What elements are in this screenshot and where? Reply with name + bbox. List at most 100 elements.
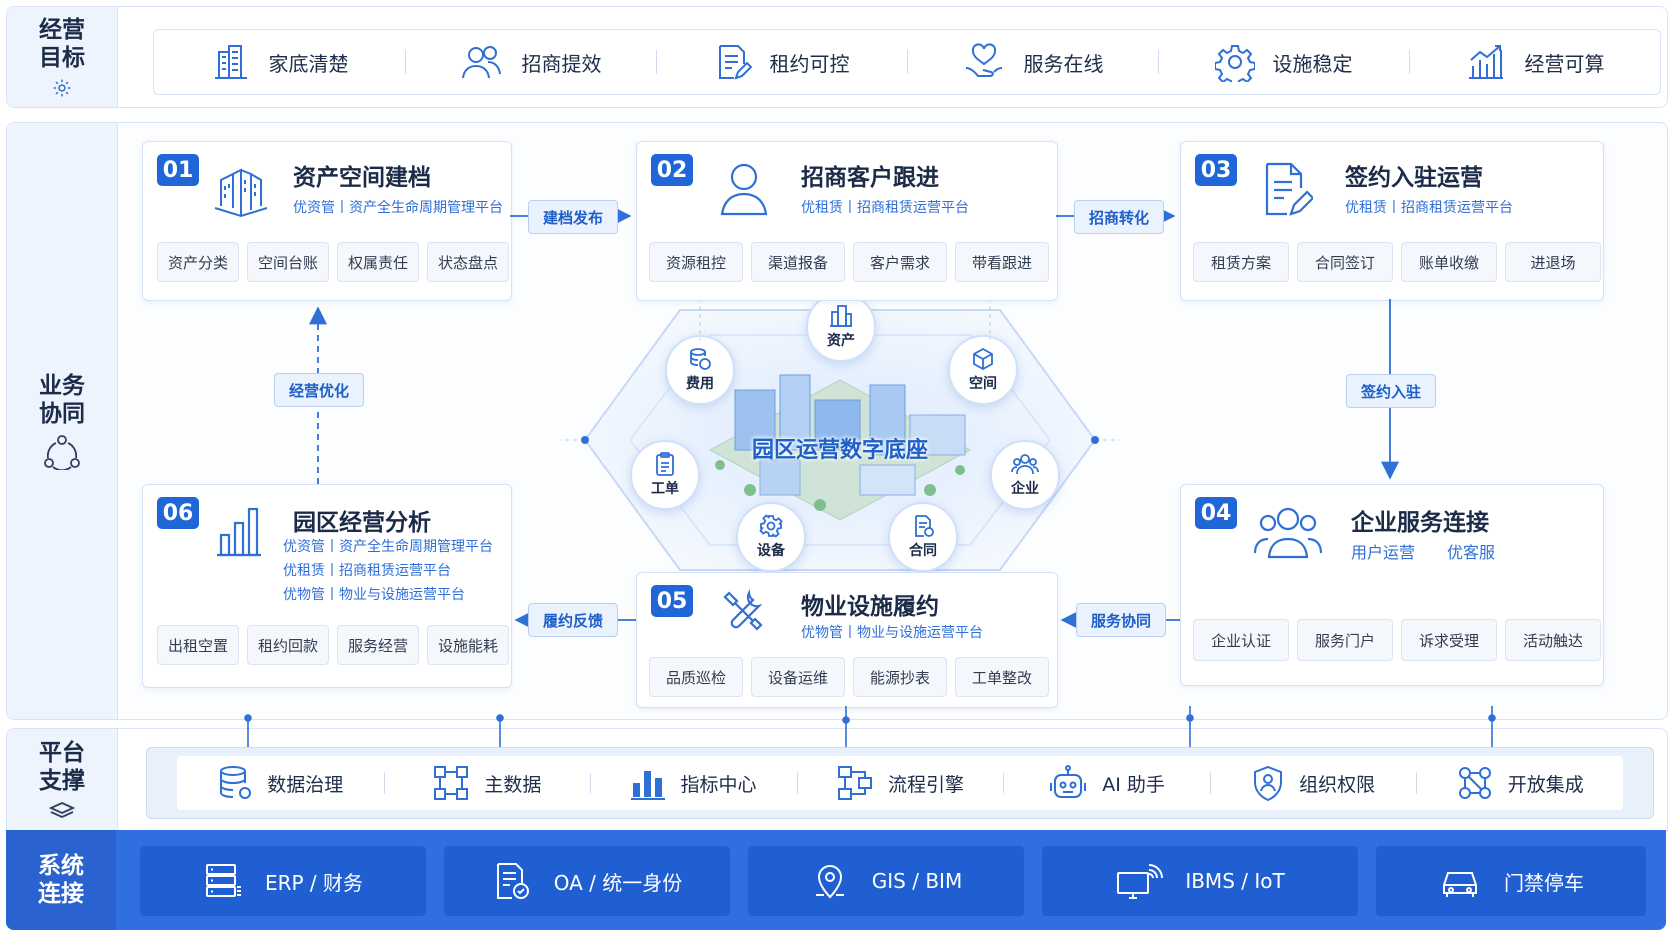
shield-user-icon xyxy=(1254,765,1283,802)
system-item-access-parking[interactable]: 门禁停车 xyxy=(1376,846,1646,916)
robot-icon xyxy=(1050,765,1087,798)
bar-chart-icon xyxy=(1468,45,1503,79)
chip[interactable]: 带看跟进 xyxy=(955,242,1049,282)
hub-node-equipment[interactable]: 设备 xyxy=(736,502,806,572)
goal-label: 租约可控 xyxy=(769,51,850,76)
chip[interactable]: 设施能耗 xyxy=(427,625,509,665)
goal-item: 服务在线 xyxy=(907,42,1158,82)
card-03[interactable]: 03 签约入驻运营 优租赁丨招商租赁运营平台 租赁方案 合同签订 账单收缴 进退… xyxy=(1180,141,1604,301)
tools-icon xyxy=(723,589,763,631)
platform-item[interactable]: 指标中心 xyxy=(590,765,797,801)
card-subtitle: 优物管丨物业与设施运营平台 xyxy=(801,625,983,641)
chip[interactable]: 渠道报备 xyxy=(751,242,845,282)
hub-title: 园区运营数字底座 xyxy=(751,438,928,463)
goal-label: 设施稳定 xyxy=(1272,51,1353,76)
gear-icon xyxy=(759,514,783,538)
chip[interactable]: 出租空置 xyxy=(157,625,239,665)
card-title: 签约入驻运营 xyxy=(1345,165,1483,191)
goal-item: 设施稳定 xyxy=(1158,42,1409,82)
system-item-gis[interactable]: GIS / BIM xyxy=(748,846,1024,916)
chip[interactable]: 空间台账 xyxy=(247,242,329,282)
map-pin-icon xyxy=(815,865,844,899)
coins-icon xyxy=(690,348,711,370)
card-chips: 出租空置 租约回款 服务经营 设施能耗 xyxy=(157,625,509,665)
card-title: 资产空间建档 xyxy=(293,165,431,191)
chip[interactable]: 资源租控 xyxy=(649,242,743,282)
platform-item[interactable]: 数据治理 xyxy=(177,764,384,802)
users-icon xyxy=(1011,454,1039,475)
chip[interactable]: 客户需求 xyxy=(853,242,947,282)
platform-row-label: 平台支撑 xyxy=(7,729,118,831)
flow-tag-operation-optimize: 经营优化 xyxy=(274,373,364,407)
hub-node-workorder[interactable]: 工单 xyxy=(630,440,700,510)
system-label: OA / 统一身份 xyxy=(553,870,683,895)
layers-icon xyxy=(49,802,75,818)
buildings-icon xyxy=(214,168,268,218)
goal-label: 服务在线 xyxy=(1023,51,1104,76)
hub-node-label: 资产 xyxy=(827,333,855,349)
card-05[interactable]: 05 物业设施履约 优物管丨物业与设施运营平台 品质巡检 设备运维 能源抄表 工… xyxy=(636,572,1058,708)
chip[interactable]: 企业认证 xyxy=(1193,619,1289,661)
system-item-erp[interactable]: ERP / 财务 xyxy=(140,846,426,916)
card-02[interactable]: 02 招商客户跟进 优租赁丨招商租赁运营平台 资源租控 渠道报备 客户需求 带看… xyxy=(636,141,1058,301)
chip[interactable]: 能源抄表 xyxy=(853,657,947,697)
chip[interactable]: 活动触达 xyxy=(1505,619,1601,661)
hub-node-asset[interactable]: 资产 xyxy=(806,292,876,362)
card-06[interactable]: 06 园区经营分析 优资管丨资产全生命周期管理平台 优租赁丨招商租赁运营平台 优… xyxy=(142,484,512,688)
network-icon xyxy=(1458,767,1491,799)
platform-item[interactable]: 主数据 xyxy=(383,764,591,802)
system-item-oa[interactable]: OA / 统一身份 xyxy=(444,846,730,916)
cube-icon xyxy=(973,347,993,371)
platform-item[interactable]: 组织权限 xyxy=(1209,764,1417,802)
goal-item: 招商提效 xyxy=(405,42,656,82)
goal-item: 经营可算 xyxy=(1409,42,1660,82)
card-title: 企业服务连接 xyxy=(1351,510,1489,536)
hub-node-label: 费用 xyxy=(686,376,714,392)
card-04[interactable]: 04 企业服务连接 用户运营 优客服 企业认证 服务门户 诉求受理 活动触达 xyxy=(1180,484,1604,686)
chip[interactable]: 品质巡检 xyxy=(649,657,743,697)
chip[interactable]: 状态盘点 xyxy=(427,242,509,282)
card-subtitle: 优客服 xyxy=(1447,543,1496,562)
system-item-ibms[interactable]: IBMS / IoT xyxy=(1042,846,1358,916)
chip[interactable]: 进退场 xyxy=(1505,242,1601,282)
chip[interactable]: 设备运维 xyxy=(751,657,845,697)
goal-item: 家底清楚 xyxy=(154,42,405,82)
chip[interactable]: 租约回款 xyxy=(247,625,329,665)
gear-small-icon xyxy=(53,79,71,97)
flow-icon xyxy=(838,766,873,800)
users-icon xyxy=(1253,507,1323,559)
goals-row-title: 经营目标 xyxy=(39,17,85,71)
chip[interactable]: 资产分类 xyxy=(157,242,239,282)
hub-node-fee[interactable]: 费用 xyxy=(665,335,735,405)
card-subtitle: 优租赁丨招商租赁运营平台 xyxy=(801,200,969,216)
gear-icon xyxy=(1214,45,1255,82)
card-subtitle: 优租赁丨招商租赁运营平台 xyxy=(283,563,451,579)
card-chips: 资产分类 空间台账 权属责任 状态盘点 xyxy=(157,242,509,282)
hub-node-contract[interactable]: 合同 xyxy=(888,502,958,572)
platform-item[interactable]: 流程引擎 xyxy=(796,764,1004,802)
platform-item[interactable]: 开放集成 xyxy=(1416,764,1623,802)
hub-node-label: 设备 xyxy=(757,543,785,559)
chip[interactable]: 服务门户 xyxy=(1297,619,1393,661)
chip[interactable]: 账单收缴 xyxy=(1401,242,1497,282)
monitor-wifi-icon xyxy=(1117,864,1164,899)
flow-tag-leasing-convert: 招商转化 xyxy=(1074,200,1164,234)
business-row-title: 业务协同 xyxy=(39,373,85,427)
chip[interactable]: 服务经营 xyxy=(337,625,419,665)
card-subtitle: 优物管丨物业与设施运营平台 xyxy=(283,587,465,603)
chip[interactable]: 合同签订 xyxy=(1297,242,1393,282)
hub-node-space[interactable]: 空间 xyxy=(948,335,1018,405)
chip[interactable]: 租赁方案 xyxy=(1193,242,1289,282)
flow-tag-archive-publish: 建档发布 xyxy=(528,200,618,234)
platform-item[interactable]: AI 助手 xyxy=(1003,765,1210,801)
system-row: 系统连接 ERP / 财务 OA / 统一身份 GIS / BIM IBMS /… xyxy=(6,830,1666,930)
contract-icon xyxy=(915,515,934,537)
hub-node-enterprise[interactable]: 企业 xyxy=(990,440,1060,510)
chip[interactable]: 诉求受理 xyxy=(1401,619,1497,661)
chip[interactable]: 权属责任 xyxy=(337,242,419,282)
card-01[interactable]: 01 资产空间建档 优资管丨资产全生命周期管理平台 资产分类 空间台账 权属责任… xyxy=(142,141,512,301)
card-chips: 企业认证 服务门户 诉求受理 活动触达 xyxy=(1193,619,1601,661)
flow-tag-fulfil-feedback: 履约反馈 xyxy=(528,603,618,637)
card-title: 物业设施履约 xyxy=(801,594,939,620)
chip[interactable]: 工单整改 xyxy=(955,657,1049,697)
